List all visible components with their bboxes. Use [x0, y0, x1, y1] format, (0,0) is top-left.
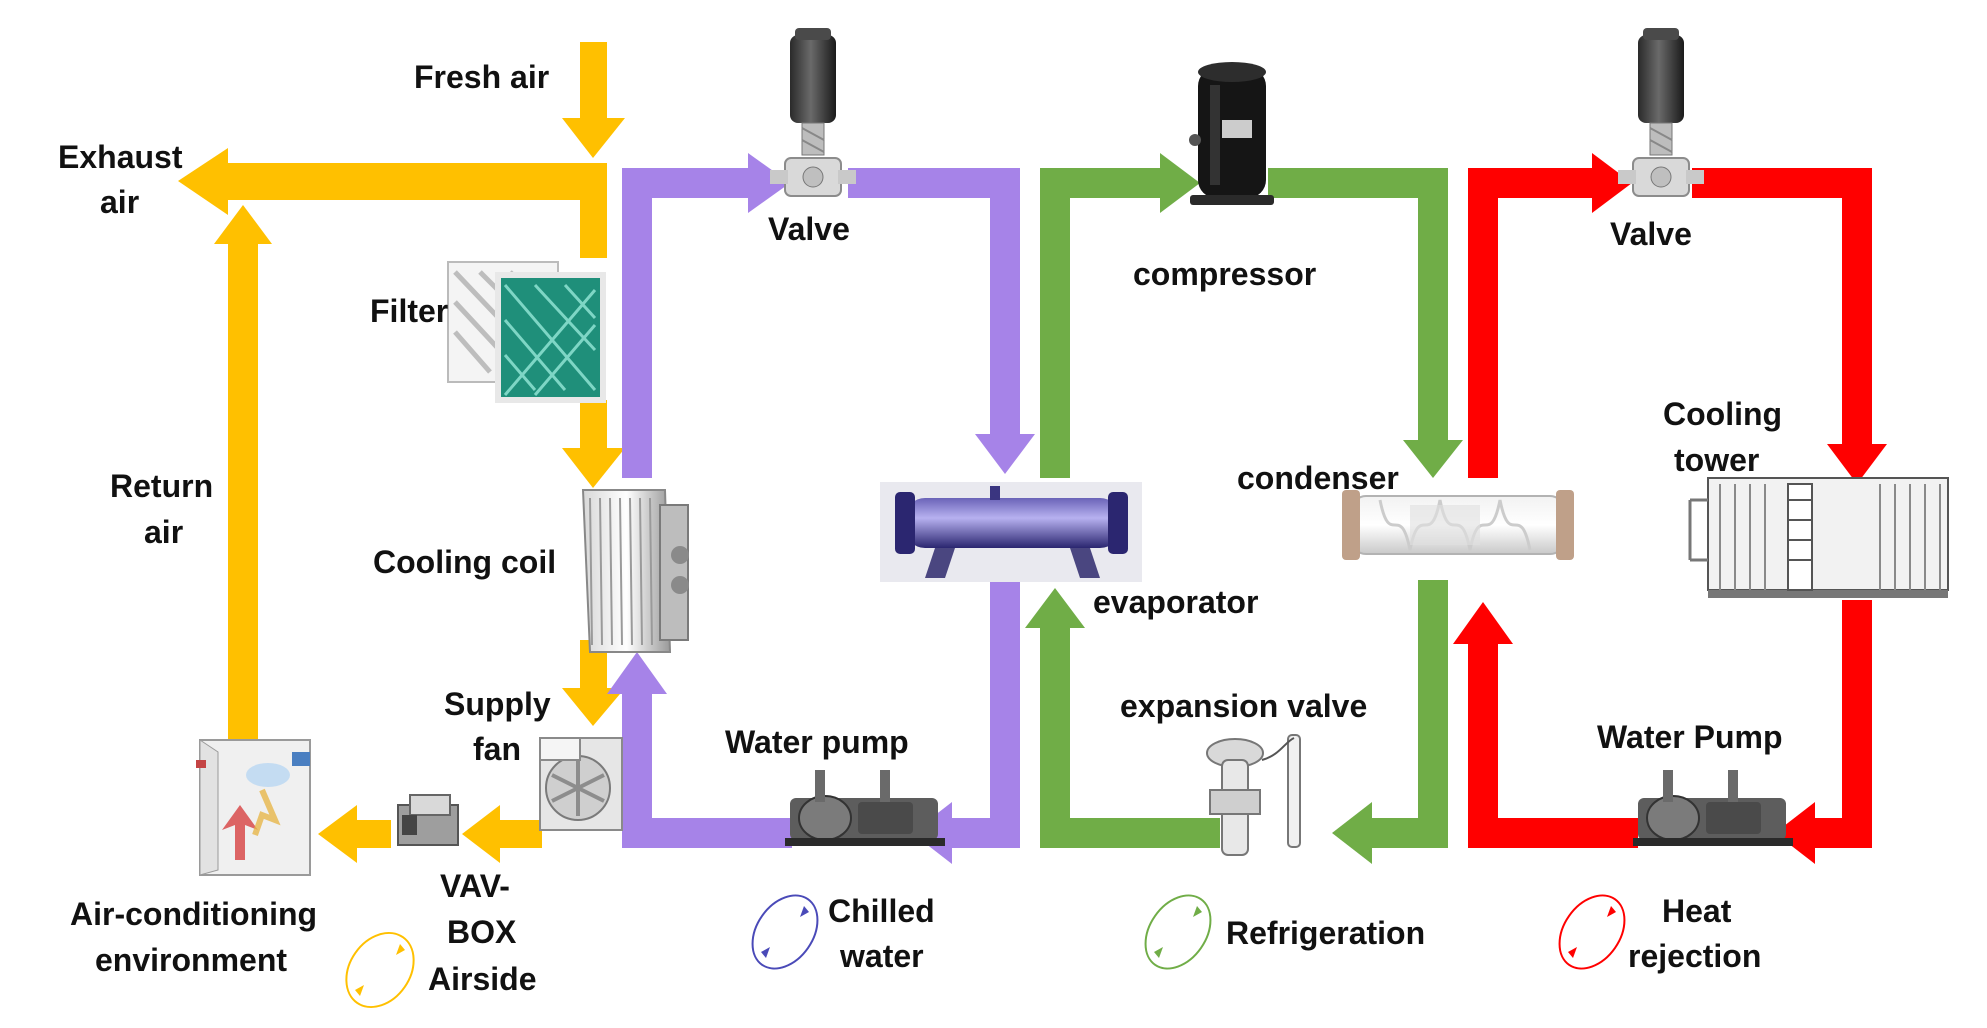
legend-heat-rejection: Heat rejection: [1558, 893, 1761, 974]
legend-refrigeration: Refrigeration: [1144, 894, 1425, 970]
label-condenser: condenser: [1237, 460, 1399, 496]
label-water-pump-right: Water Pump: [1597, 719, 1783, 755]
legend-airside: Airside: [345, 931, 536, 1009]
label-vav-box: VAV-: [440, 868, 510, 904]
label-expansion-valve: expansion valve: [1120, 688, 1367, 724]
chilled-water-loop: [607, 153, 1035, 864]
label-vav-box-2: BOX: [447, 914, 517, 950]
valve-left-icon: [770, 28, 856, 197]
legend-airside-label: Airside: [428, 961, 536, 997]
legend-heat-rejection-label: Heat: [1662, 893, 1732, 929]
label-cooling-tower: Cooling: [1663, 396, 1782, 432]
water-pump-left-icon: [785, 770, 945, 846]
refrigeration-loop: [1025, 153, 1463, 864]
label-supply-fan-2: fan: [473, 731, 521, 767]
cycle-icon: [1558, 894, 1626, 970]
cycle-icon: [751, 894, 819, 970]
label-filter: Filter: [370, 293, 448, 329]
legend: Airside Chilled water Refrigeration Heat…: [345, 893, 1761, 1009]
label-evaporator: evaporator: [1093, 584, 1258, 620]
label-exhaust-air-2: air: [100, 184, 139, 220]
label-return-air: Return: [110, 468, 213, 504]
label-cooling-tower-2: tower: [1674, 442, 1759, 478]
expansion-valve-icon: [1206, 734, 1301, 856]
label-cooling-coil: Cooling coil: [373, 544, 556, 580]
cooling-tower-icon: [1688, 477, 1949, 598]
label-valve-right: Valve: [1610, 216, 1692, 252]
water-pump-right-icon: [1633, 770, 1793, 846]
label-valve-left: Valve: [768, 211, 850, 247]
label-supply-fan: Supply: [444, 686, 551, 722]
cycle-icon: [1144, 894, 1212, 970]
cycle-icon: [345, 931, 415, 1009]
condenser-icon: [1342, 490, 1574, 560]
valve-right-icon: [1618, 28, 1704, 197]
label-return-air-2: air: [144, 514, 183, 550]
filter-icon: [447, 261, 606, 403]
label-air-conditioning-env-2: environment: [95, 942, 287, 978]
cooling-coil-icon: [581, 489, 689, 653]
legend-chilled-water-label-2: water: [839, 938, 924, 974]
heat-rejection-loop: [1453, 153, 1887, 864]
vav-box-icon: [397, 794, 459, 846]
compressor-icon: [1189, 62, 1274, 205]
legend-refrigeration-label: Refrigeration: [1226, 915, 1425, 951]
legend-heat-rejection-label-2: rejection: [1628, 938, 1761, 974]
evaporator-icon: [880, 482, 1142, 582]
legend-chilled-water-label: Chilled: [828, 893, 935, 929]
label-fresh-air: Fresh air: [414, 59, 549, 95]
label-exhaust-air: Exhaust: [58, 139, 183, 175]
label-water-pump-left: Water pump: [725, 724, 909, 760]
label-air-conditioning-env: Air-conditioning: [70, 896, 317, 932]
legend-chilled-water: Chilled water: [751, 893, 935, 974]
supply-fan-icon: [539, 737, 623, 831]
air-conditioning-environment-icon: [196, 739, 311, 876]
label-compressor: compressor: [1133, 256, 1316, 292]
airside-loop: [178, 42, 625, 863]
